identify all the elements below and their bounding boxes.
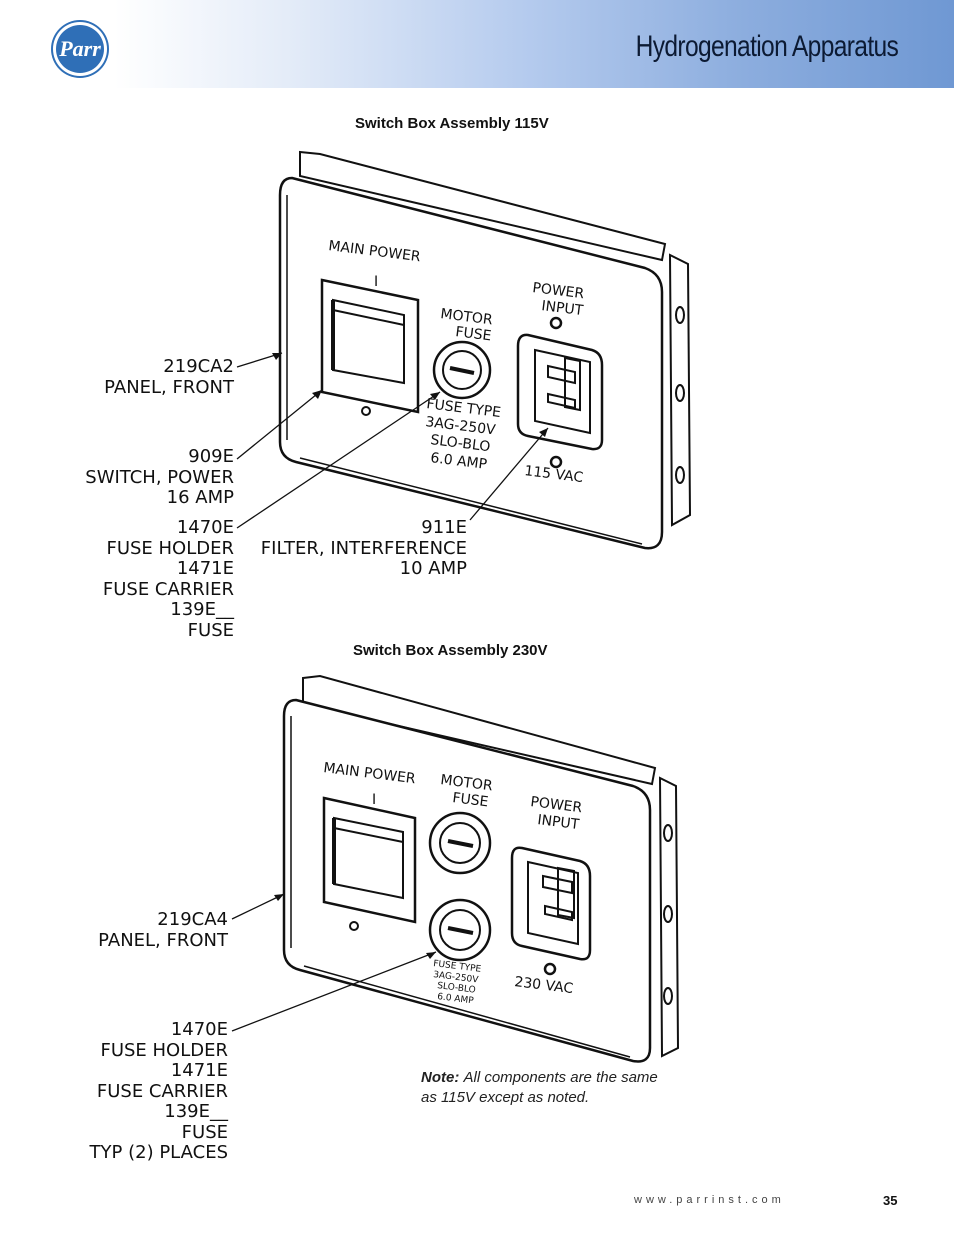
callout-line: FUSE [187, 619, 234, 641]
input-label: INPUT [541, 298, 585, 319]
page-number: 35 [883, 1193, 898, 1208]
diagram-230-title: Switch Box Assembly 230V [353, 642, 548, 659]
switch-box-230-diagram: MAIN POWER I MOTOR FUSE POWER INPUT FUSE… [0, 668, 954, 1068]
callout-line: FILTER, INTERFERENCE [260, 537, 467, 559]
callout-line: 219CA2 [163, 356, 234, 377]
power-label: POWER [532, 280, 586, 302]
callout-switch-power-115: 909E SWITCH, POWER 16 AMP [40, 446, 234, 509]
callout-panel-front-230: 219CA4 PANEL, FRONT [55, 909, 228, 951]
switch-box-115-drawing: MAIN POWER I MOTOR FUSE POWER INPUT FUSE… [236, 150, 692, 550]
logo-text: Parr [59, 36, 101, 61]
callout-line: 909E [188, 446, 234, 467]
callout-line: SWITCH, POWER [85, 466, 234, 488]
callout-fuse-holder-230: 1470E FUSE HOLDER 1471E FUSE CARRIER 139… [40, 1019, 228, 1164]
page-header: Parr Hydrogenation Apparatus [0, 0, 954, 88]
input-label-230: INPUT [537, 812, 581, 833]
fuse-blow-label-230: SLO-BLO [437, 981, 477, 996]
power-label-230: POWER [530, 794, 584, 816]
callout-line: PANEL, FRONT [104, 376, 234, 398]
callout-panel-front-115: 219CA2 PANEL, FRONT [60, 356, 234, 398]
switch-mark: I [374, 274, 378, 290]
switch-mark-230: I [372, 792, 376, 808]
voltage-label: 115 VAC [524, 463, 585, 486]
callout-filter-interference-115: 911E FILTER, INTERFERENCE 10 AMP [230, 517, 467, 580]
callout-line: PANEL, FRONT [98, 929, 228, 951]
callout-line: FUSE HOLDER [106, 537, 234, 559]
switch-box-115-diagram: MAIN POWER I MOTOR FUSE POWER INPUT FUSE… [0, 140, 954, 640]
diagram-115-title: Switch Box Assembly 115V [355, 115, 549, 132]
page-title: Hydrogenation Apparatus [635, 30, 898, 63]
note-text-line1: All components are the same [463, 1069, 658, 1086]
switch-box-230-drawing: MAIN POWER I MOTOR FUSE POWER INPUT FUSE… [231, 674, 680, 1063]
callout-line: FUSE CARRIER [96, 1080, 228, 1102]
callout-line: 219CA4 [157, 909, 228, 930]
callout-line: 10 AMP [399, 558, 467, 579]
callout-line: 911E [421, 517, 467, 538]
fuse-amp-label-230: 6.0 AMP [437, 992, 475, 1006]
fuse-label: FUSE [455, 324, 493, 344]
callout-line: 1471E [170, 1060, 228, 1081]
fuse-blow-label: SLO-BLO [430, 432, 492, 455]
callout-line: FUSE HOLDER [100, 1039, 228, 1061]
callout-line: FUSE CARRIER [102, 578, 234, 600]
motor-label: MOTOR [440, 306, 494, 328]
callout-line: 139E__ [170, 599, 234, 620]
callout-line: TYP (2) PLACES [89, 1142, 228, 1163]
callout-line: 1471E [176, 558, 234, 579]
parr-logo: Parr [53, 22, 107, 76]
callout-line: 1470E [170, 1019, 228, 1040]
fuse-label-230: FUSE [452, 790, 490, 810]
callout-fuse-holder-115: 1470E FUSE HOLDER 1471E FUSE CARRIER 139… [60, 517, 234, 641]
note-text-line2: as 115V except as noted. [421, 1089, 590, 1106]
footer-website-link[interactable]: www.parrinst.com [634, 1194, 785, 1206]
note-label: Note: [421, 1069, 460, 1086]
voltage-label-230: 230 VAC [514, 974, 575, 997]
callout-line: 16 AMP [166, 487, 234, 508]
callout-line: 1470E [176, 517, 234, 538]
note-block: Note: All components are the same as 115… [421, 1068, 658, 1108]
fuse-amp-label: 6.0 AMP [430, 450, 488, 473]
callout-line: FUSE [181, 1121, 228, 1143]
motor-label-230: MOTOR [440, 772, 494, 794]
callout-line: 139E__ [164, 1101, 228, 1122]
